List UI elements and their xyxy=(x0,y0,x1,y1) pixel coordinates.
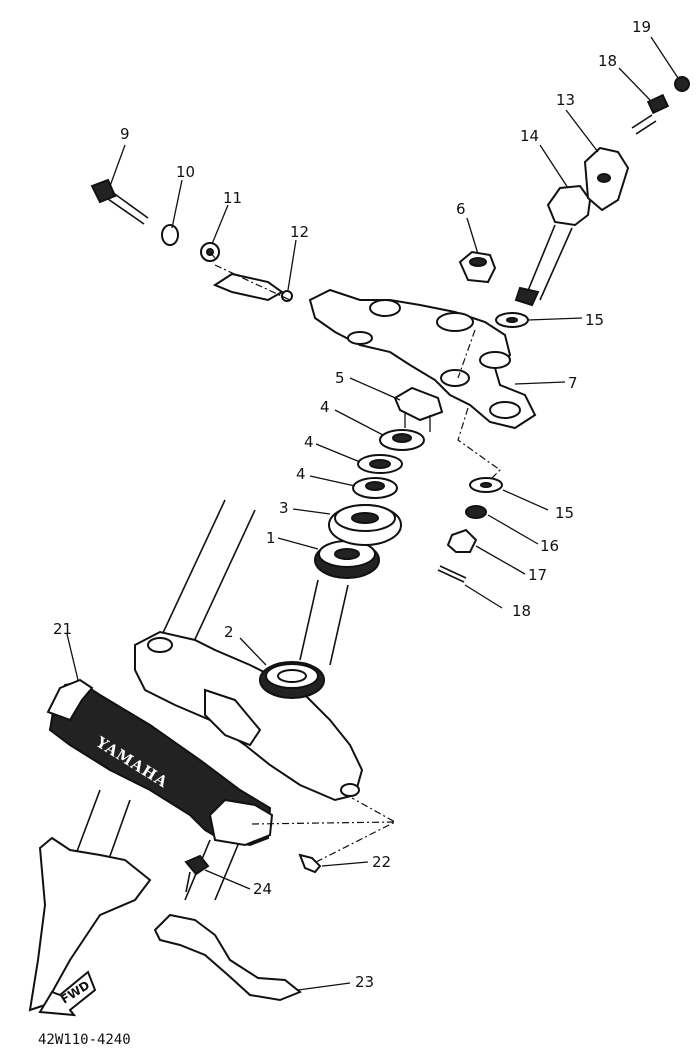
callout-10: 10 xyxy=(176,163,195,181)
callout-6: 5 xyxy=(335,369,345,387)
leader-lines xyxy=(66,36,679,991)
callout-11: 11 xyxy=(223,189,242,207)
washer-15-upper xyxy=(495,312,529,328)
callout-20: 19 xyxy=(632,18,651,36)
handlebar-cap-13 xyxy=(583,146,630,212)
part-code: 42W110-4240 xyxy=(38,1032,131,1048)
callout-5: 4 xyxy=(304,433,314,451)
callout-22: 22 xyxy=(372,853,391,871)
callout-17: 17 xyxy=(528,566,547,584)
callout-2: 2 xyxy=(224,623,234,641)
nut-20 xyxy=(674,76,690,92)
callout-15-upper: 15 xyxy=(585,311,604,329)
callout-24: 24 xyxy=(253,880,272,898)
washer-16 xyxy=(465,505,487,519)
callout-18: 18 xyxy=(512,602,531,620)
bolt-22 xyxy=(298,853,322,874)
bolt-9 xyxy=(90,178,149,225)
callouts: 9 10 11 12 6 13 14 18 19 15 7 5 4 4 4 3 … xyxy=(53,18,651,991)
callout-16: 16 xyxy=(540,537,559,555)
lower-bearing xyxy=(259,661,325,699)
cap-bolt-7 xyxy=(458,250,497,284)
nut-17 xyxy=(446,528,478,553)
upper-bracket xyxy=(308,288,537,430)
bearing-race-3 xyxy=(328,504,402,546)
callout-7: 6 xyxy=(456,200,466,218)
washer-11 xyxy=(200,242,220,262)
callout-14: 14 xyxy=(520,127,539,145)
cable-guide-23 xyxy=(153,913,302,1002)
band-12 xyxy=(212,272,293,302)
callout-15-lower: 15 xyxy=(555,504,574,522)
bolt-18 xyxy=(437,565,467,583)
bolt-19 xyxy=(631,93,670,135)
callout-9: 9 xyxy=(120,125,130,143)
callout-8: 7 xyxy=(568,374,578,392)
callout-13: 13 xyxy=(556,91,575,109)
bolt-24 xyxy=(184,854,210,893)
callout-1: 1 xyxy=(266,529,276,547)
callout-4-upper: 4 xyxy=(320,398,330,416)
fork-tubes xyxy=(69,499,349,901)
alignment-lines xyxy=(209,251,501,863)
callout-21: 21 xyxy=(53,620,72,638)
callout-23: 23 xyxy=(355,973,374,991)
bracket-6 xyxy=(393,386,444,432)
callout-19: 18 xyxy=(598,52,617,70)
under-bracket xyxy=(134,630,364,802)
upper-bearing-1 xyxy=(314,540,380,579)
washer-10 xyxy=(161,224,179,246)
handlebar-holder-14 xyxy=(514,184,592,307)
ring-nut-4-lower xyxy=(352,477,398,499)
callout-3: 3 xyxy=(279,499,289,517)
fork-lower xyxy=(28,836,152,1012)
washer-15-lower xyxy=(469,477,503,493)
ring-nut-4-upper xyxy=(379,429,425,451)
lock-washer-5 xyxy=(357,454,403,474)
callout-12: 12 xyxy=(290,223,309,241)
callout-4-lower: 4 xyxy=(296,465,306,483)
bracket-cover: YAMAHA xyxy=(46,678,274,847)
